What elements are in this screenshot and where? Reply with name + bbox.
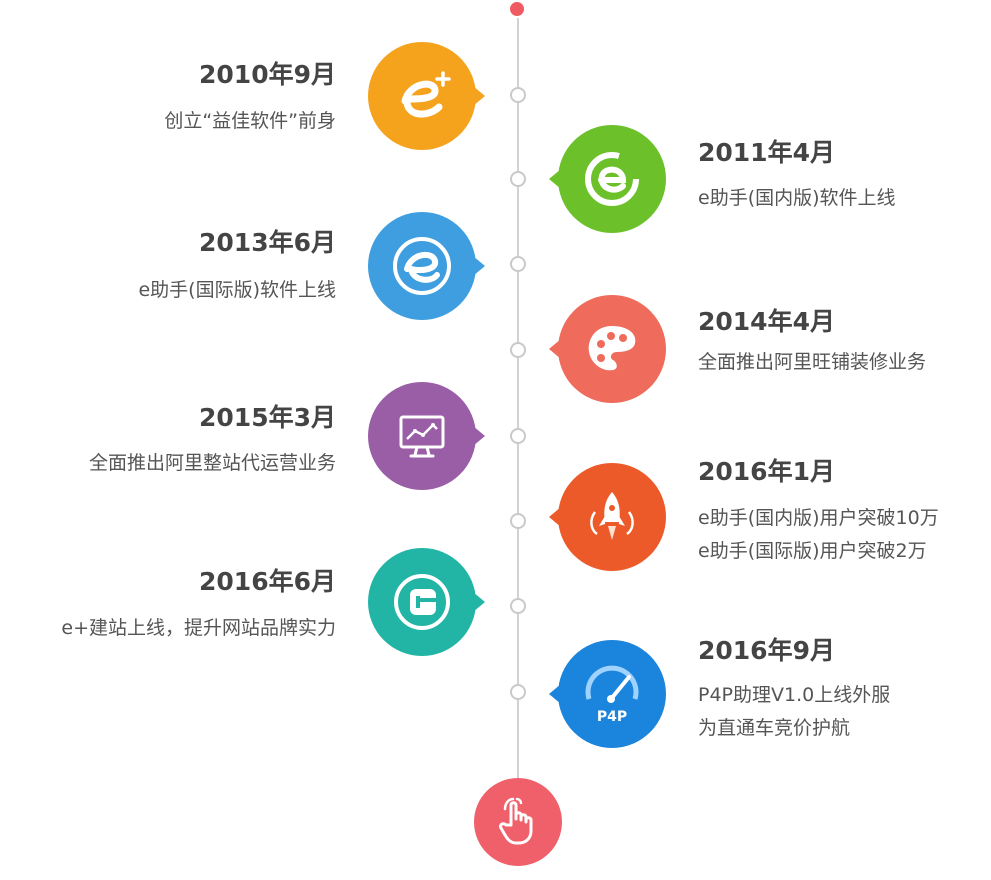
event-desc: P4P助理V1.0上线外服 [698,684,891,706]
timeline-node-6 [510,513,526,529]
event-badge-2016-09: P4P [549,640,666,748]
event-year: 2015年3月 [199,403,336,432]
timeline-node-2 [510,171,526,187]
timeline-node-3 [510,256,526,272]
timeline-node-1 [510,87,526,103]
event-desc: e助手(国际版)软件上线 [138,279,336,301]
timeline-node-7 [510,598,526,614]
timeline-start-dot [508,0,526,18]
hand-pointer-icon [499,797,533,845]
event-desc: e助手(国际版)用户突破2万 [698,540,927,562]
event-badge-2015-03 [368,382,485,490]
timeline-node-5 [510,428,526,444]
e-assistant-intl-logo-icon [393,237,451,295]
timeline-node-8 [510,684,526,700]
event-year: 2016年9月 [698,636,835,665]
event-desc: 创立“益佳软件”前身 [164,110,336,132]
timeline-node-4 [510,342,526,358]
p4p-gauge-icon: P4P [585,665,639,725]
e-assistant-logo-icon [585,152,639,206]
event-desc: 全面推出阿里旺铺装修业务 [698,351,927,373]
event-badge-2011-04 [549,125,666,233]
rocket-icon [590,492,634,540]
event-badge-2010-09 [368,42,485,150]
event-desc: 为直通车竞价护航 [698,717,851,739]
event-year: 2010年9月 [199,60,336,89]
event-badge-2016-01 [549,463,666,571]
event-year: 2011年4月 [698,138,835,167]
event-desc: e助手(国内版)用户突破10万 [698,507,939,529]
eplus-logo-icon [401,71,451,118]
p4p-badge-text: P4P [597,709,627,725]
timeline-axis [517,10,519,810]
event-year: 2013年6月 [199,228,336,257]
event-badge-2014-04 [549,295,666,403]
event-desc: e+建站上线，提升网站品牌实力 [61,617,336,639]
event-badge-2013-06 [368,212,485,320]
e-site-logo-icon [394,574,450,630]
timeline-end-button[interactable] [474,778,562,866]
event-year: 2016年6月 [199,567,336,596]
event-desc: e助手(国内版)软件上线 [698,187,896,209]
palette-icon [588,326,636,371]
monitor-chart-icon [399,415,445,458]
event-badge-2016-06 [368,548,485,656]
event-year: 2014年4月 [698,307,835,336]
event-desc: 全面推出阿里整站代运营业务 [88,452,336,474]
event-year: 2016年1月 [698,457,835,486]
